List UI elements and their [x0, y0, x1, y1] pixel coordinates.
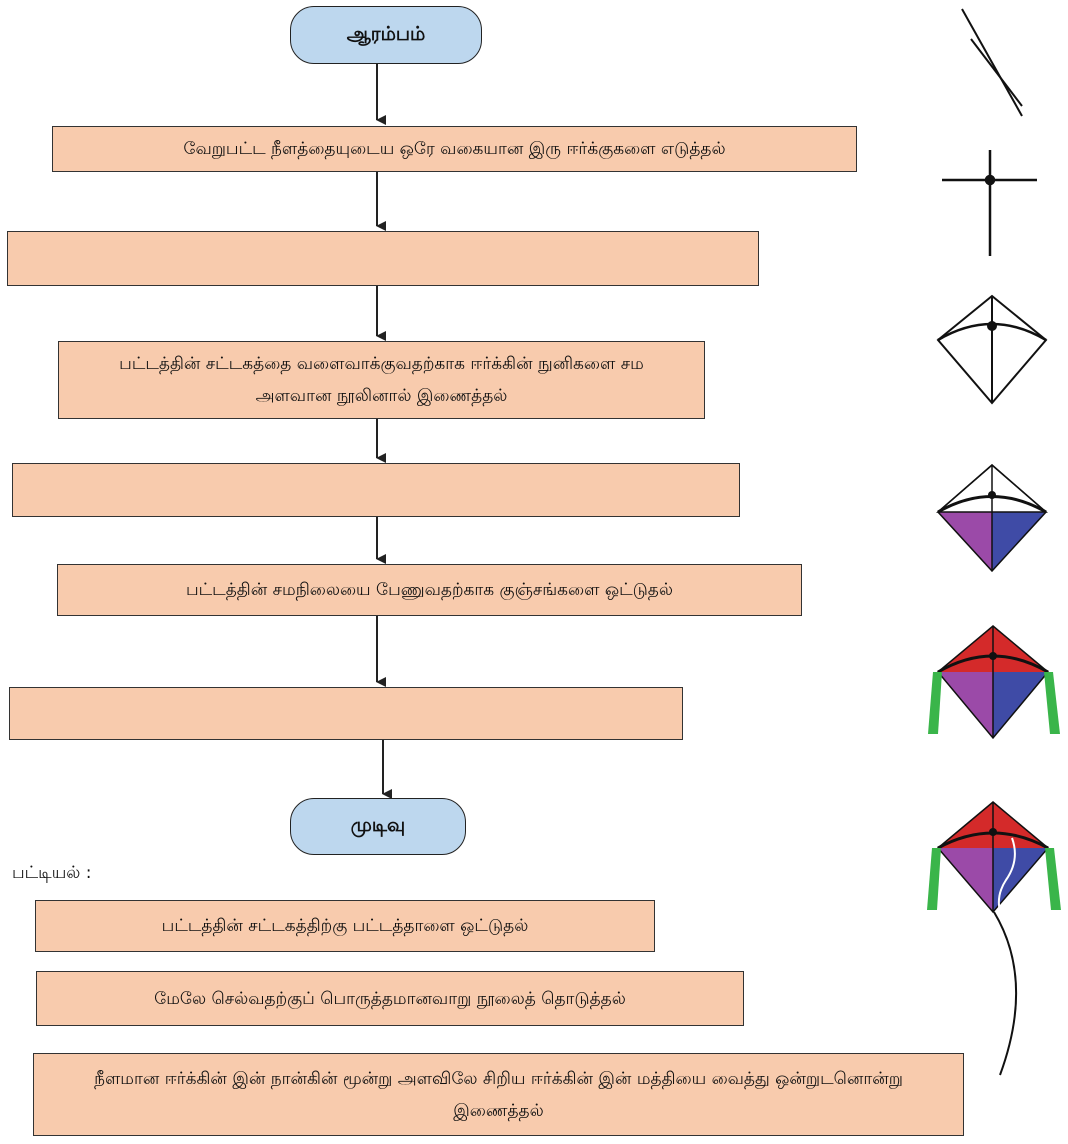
list-title: பட்டியல் : [12, 863, 92, 883]
step4-box-empty [12, 463, 740, 517]
step5-text: பட்டத்தின் சமநிலையை பேணுவதற்காக குஞ்சங்க… [186, 580, 673, 600]
start-terminal: ஆரம்பம் [290, 6, 482, 64]
list-item: நீளமான ஈர்க்கின் இன் நான்கின் மூன்று அளவ… [33, 1053, 964, 1136]
step1-box: வேறுபட்ட நீளத்தையுடைய ஒரே வகையான இரு ஈர்… [52, 126, 857, 172]
list-item: பட்டத்தின் சட்டகத்திற்கு பட்டத்தாளை ஒட்ட… [35, 900, 655, 952]
list-item-text: பட்டத்தின் சட்டகத்திற்கு பட்டத்தாளை ஒட்ட… [161, 916, 529, 936]
end-label: முடிவு [350, 814, 406, 836]
step3-text: பட்டத்தின் சட்டகத்தை வளைவாக்குவதற்காக ஈர… [119, 354, 644, 406]
kite-stage3-frame-icon [936, 294, 1048, 405]
step5-box: பட்டத்தின் சமநிலையை பேணுவதற்காக குஞ்சங்க… [57, 564, 802, 616]
end-terminal: முடிவு [290, 798, 466, 855]
kite-stage2-cross-icon [942, 150, 1037, 256]
list-item: மேலே செல்வதற்குப் பொருத்தமானவாறு நூலைத் … [36, 971, 744, 1026]
list-item-text: நீளமான ஈர்க்கின் இன் நான்கின் மூன்று அளவ… [94, 1068, 903, 1121]
kite-stage6-string-icon [927, 801, 1061, 1076]
kite-stage1-sticks-icon [961, 8, 1023, 117]
step2-box-empty [7, 231, 759, 286]
kite-stage4-paper-icon [935, 464, 1049, 573]
kite-stage5-tassels-icon [928, 625, 1060, 740]
step3-box: பட்டத்தின் சட்டகத்தை வளைவாக்குவதற்காக ஈர… [58, 341, 705, 419]
step6-box-empty [9, 687, 683, 740]
step1-text: வேறுபட்ட நீளத்தையுடைய ஒரே வகையான இரு ஈர்… [183, 139, 726, 159]
list-item-text: மேலே செல்வதற்குப் பொருத்தமானவாறு நூலைத் … [154, 988, 626, 1009]
start-label: ஆரம்பம் [346, 22, 426, 45]
